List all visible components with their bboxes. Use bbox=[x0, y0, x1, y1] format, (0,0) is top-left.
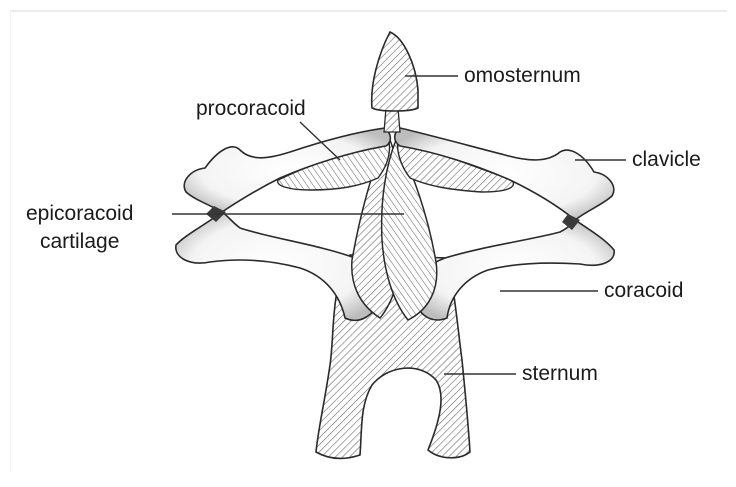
omosternum-head bbox=[372, 32, 418, 111]
label-procoracoid: procoracoid bbox=[196, 97, 306, 121]
label-clavicle: clavicle bbox=[632, 148, 701, 172]
label-sternum: sternum bbox=[522, 362, 598, 386]
label-coracoid: coracoid bbox=[604, 279, 683, 303]
right-coracoid bbox=[414, 220, 614, 320]
label-omosternum: omosternum bbox=[464, 64, 581, 88]
label-epicoracoid-line2: cartilage bbox=[40, 230, 119, 254]
label-epicoracoid-line1: epicoracoid bbox=[26, 202, 133, 226]
left-coracoid bbox=[176, 212, 378, 320]
